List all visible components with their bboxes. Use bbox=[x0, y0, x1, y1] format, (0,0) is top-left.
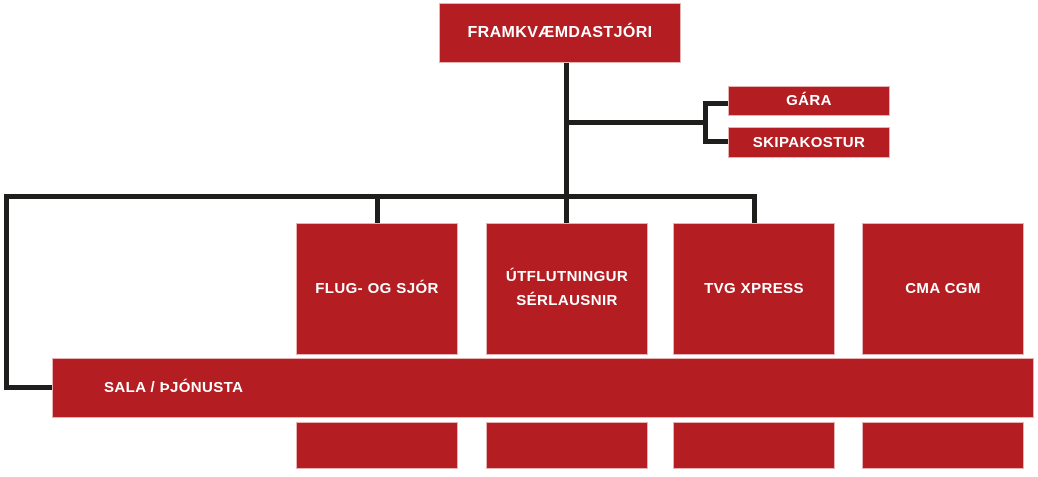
node-tvg-xpress-label: TVG XPRESS bbox=[704, 280, 804, 297]
bottom-box-3 bbox=[673, 422, 835, 469]
connector-right-branch bbox=[566, 120, 708, 125]
connector-left-vertical bbox=[4, 194, 9, 390]
connector-ceo-vertical bbox=[564, 63, 569, 223]
connector-drop-tvg-xpress bbox=[752, 199, 757, 223]
node-flug-og-sjor: FLUG- OG SJÓR bbox=[296, 223, 458, 355]
node-utflutningur-serlausnir-label: ÚTFLUTNINGUR SÉRLAUSNIR bbox=[505, 268, 629, 309]
connector-main-horizontal bbox=[4, 194, 757, 199]
node-skipakostur: SKIPAKOSTUR bbox=[728, 127, 890, 158]
node-cma-cgm: CMA CGM bbox=[862, 223, 1024, 355]
bottom-box-1 bbox=[296, 422, 458, 469]
node-framkvaemdastjori-label: FRAMKVÆMDASTJÓRI bbox=[467, 24, 653, 41]
node-sala-thjonusta: SALA / ÞJÓNUSTA bbox=[52, 358, 1034, 418]
node-gara-label: GÁRA bbox=[786, 92, 832, 109]
connector-drop-flug-og-sjor bbox=[375, 199, 380, 223]
node-gara: GÁRA bbox=[728, 86, 890, 116]
connector-stub-skipakostur bbox=[703, 139, 728, 144]
connector-stub-sala bbox=[4, 385, 52, 390]
node-utflutningur-serlausnir: ÚTFLUTNINGUR SÉRLAUSNIR bbox=[486, 223, 648, 355]
node-skipakostur-label: SKIPAKOSTUR bbox=[752, 133, 866, 151]
bottom-box-2 bbox=[486, 422, 648, 469]
node-sala-thjonusta-label: SALA / ÞJÓNUSTA bbox=[104, 379, 244, 396]
node-cma-cgm-label: CMA CGM bbox=[905, 280, 981, 297]
node-flug-og-sjor-label: FLUG- OG SJÓR bbox=[315, 280, 439, 297]
node-framkvaemdastjori: FRAMKVÆMDASTJÓRI bbox=[439, 3, 681, 63]
connector-right-bracket bbox=[703, 101, 708, 144]
node-tvg-xpress: TVG XPRESS bbox=[673, 223, 835, 355]
bottom-box-4 bbox=[862, 422, 1024, 469]
connector-stub-gara bbox=[703, 101, 728, 106]
